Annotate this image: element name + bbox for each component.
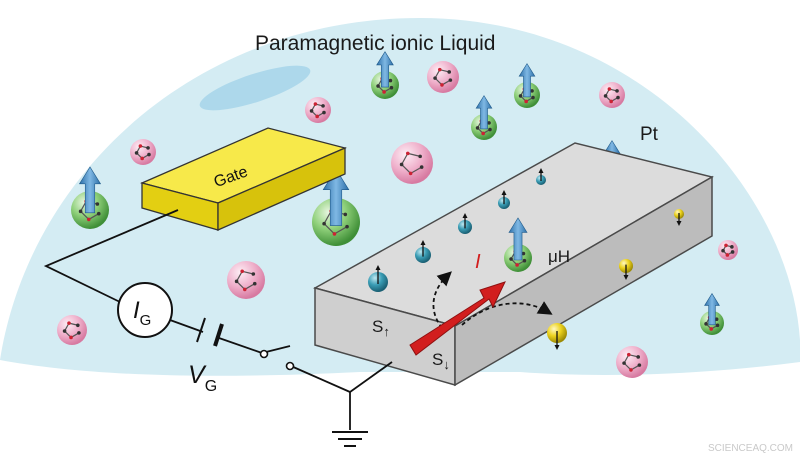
pink-ion <box>130 139 156 165</box>
watermark: SCIENCEAQ.COM <box>708 443 793 454</box>
spin-up-arrow-icon <box>475 95 493 130</box>
spin-down-path <box>461 301 553 326</box>
pink-ion <box>718 240 738 260</box>
current-arrow <box>409 281 506 356</box>
molecule-structure <box>62 321 81 340</box>
pink-ion <box>227 261 265 299</box>
gate-electrode <box>140 127 347 231</box>
pink-ion <box>599 82 625 108</box>
pink-ion <box>305 97 331 123</box>
spin-up-arrow-icon <box>322 168 350 226</box>
ig-label: IG <box>133 297 151 329</box>
ammeter-ig <box>117 282 173 338</box>
pt-bar <box>313 142 714 387</box>
pink-ion <box>616 346 648 378</box>
molecule-structure <box>622 352 642 372</box>
vg-label: VG <box>188 361 217 395</box>
circuit-wires <box>43 209 393 430</box>
pt-label: Pt <box>640 124 659 145</box>
molecule-structure <box>309 102 326 119</box>
molecule-structure <box>603 87 620 104</box>
liquid-highlight <box>199 65 311 111</box>
molecule-structure <box>433 67 453 87</box>
spin-up-arrow-icon <box>508 217 528 261</box>
spin-up-path <box>432 271 452 329</box>
pink-ion <box>427 61 459 93</box>
spin-down-label: S↓ <box>432 350 450 372</box>
spin-layer <box>368 168 684 350</box>
switch-symbol <box>259 349 295 371</box>
molecule-structure <box>134 144 151 161</box>
liquid-title: Paramagnetic ionic Liquid <box>255 32 495 55</box>
pink-ion <box>57 315 87 345</box>
mu-h-label: μH <box>548 247 570 266</box>
battery-symbol <box>196 317 224 347</box>
molecule-structure <box>234 269 257 292</box>
molecule-structure <box>399 151 424 176</box>
pink-ion <box>391 142 433 184</box>
spin-up-arrow-icon <box>704 293 720 326</box>
ground-symbol <box>332 431 368 447</box>
current-label: I <box>475 251 481 273</box>
spin-up-arrow-icon <box>518 63 536 98</box>
spin-up-label: S↑ <box>372 317 390 339</box>
molecule-structure <box>721 243 735 257</box>
spin-up-arrow-icon <box>78 166 102 214</box>
spin-up-arrow-icon <box>376 51 394 88</box>
